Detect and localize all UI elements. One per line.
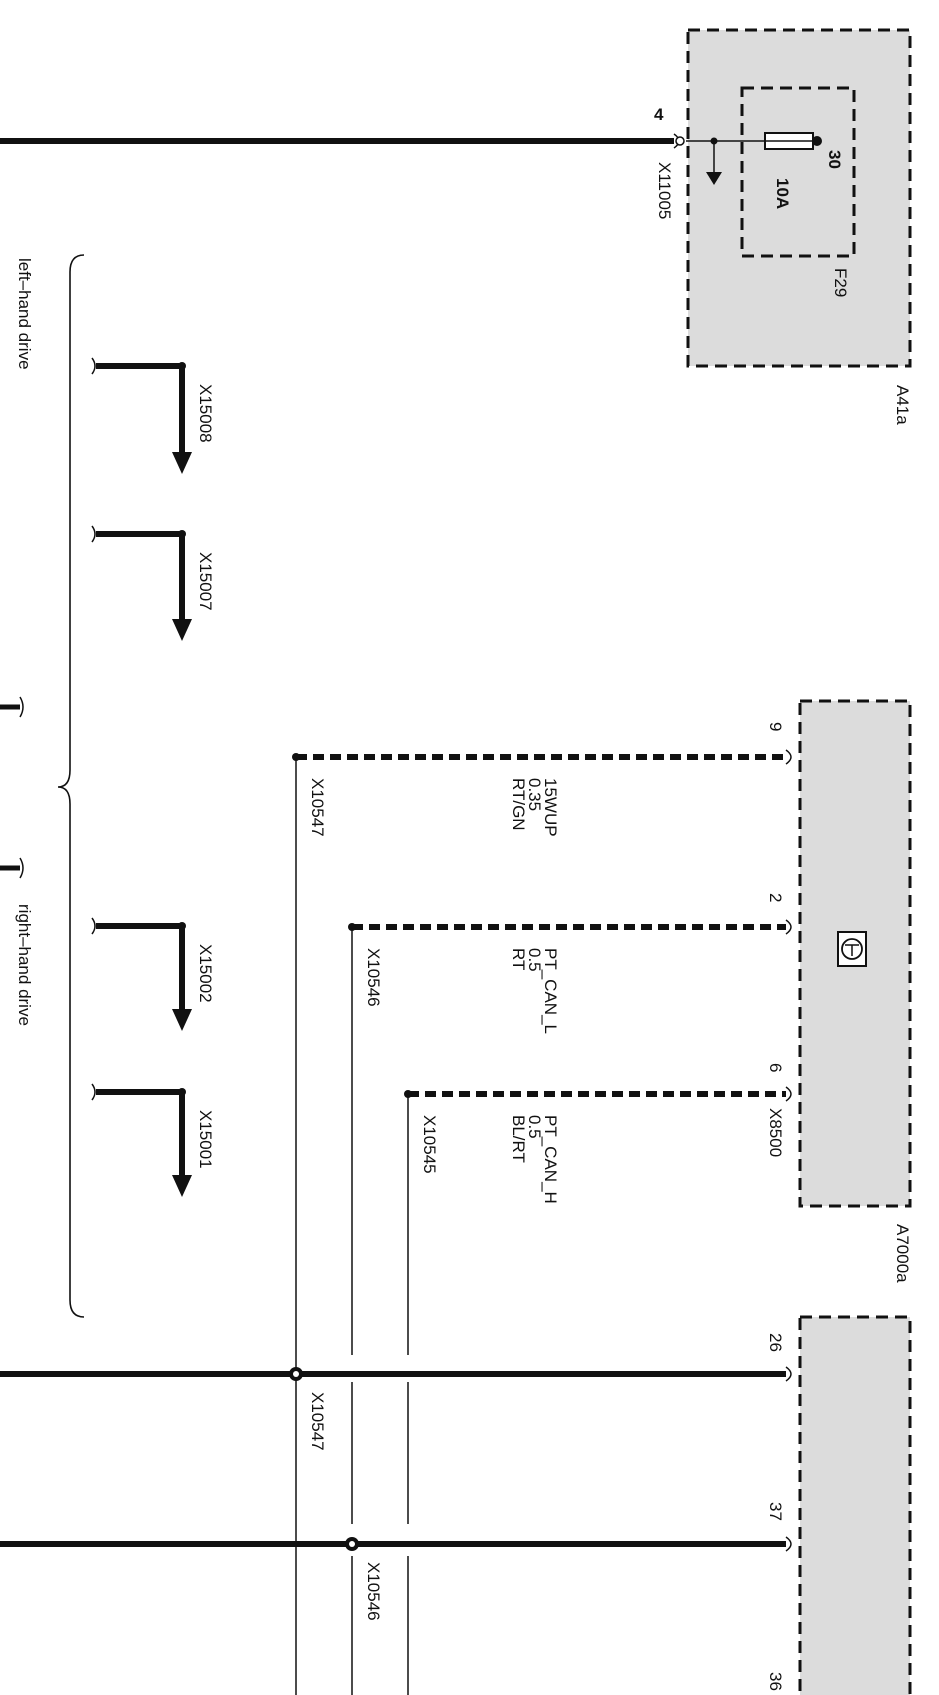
arrow-down-icon [172,1009,192,1031]
wire-15wup: 15WUP 0.35 RT/GN X10547 [292,749,792,1695]
module-a7000a-label: A7000a [893,1224,912,1283]
lower-splice-x10546-label: X10546 [364,1562,383,1621]
option-separator [0,696,24,718]
ground-x15008: X15008 [91,357,215,474]
wire-15wup-signal: 15WUP [541,778,560,837]
wire-pt-can-l-signal: PT_CAN_L [541,948,560,1034]
ground-brace [57,254,85,1318]
module-lower: 26 37 36 [766,1315,912,1695]
pin-36-label: 36 [766,1672,785,1691]
a41a-pin-label: 4 [654,105,664,124]
fuse-f29-box [740,86,856,258]
fuse-rating-label: 10A [773,178,792,209]
splice-x10545-label: X10545 [420,1115,439,1174]
splice-x10547-label: X10547 [308,778,327,837]
module-lower-box [798,1315,912,1695]
wire-pt-can-h: PT_CAN_H 0.5 BL/RT X10545 [404,1086,792,1695]
connector-x15007-label: X15007 [196,552,215,611]
wire-pt-can-h-color: BL/RT [509,1115,528,1163]
module-a41a: 30 10A F29 A41a [686,28,912,425]
connector-x11005-label: X11005 [655,162,674,219]
wire-pt-can-l-size: 0.5 [525,948,544,972]
wire-pt-can-l: PT_CAN_L 0.5 RT X10546 [348,919,792,1695]
left-hand-drive-label: left–hand drive [15,258,34,370]
wire-pt-can-h-signal: PT_CAN_H [541,1115,560,1204]
lower-splice-x10547-label: X10547 [308,1392,327,1451]
ground-x15007: X15007 [91,525,215,641]
connector-x15008-label: X15008 [196,384,215,443]
module-a7000a: A7000a X8500 [766,699,912,1283]
arrow-down-icon [172,1175,192,1197]
wire-pt-can-l-color: RT [509,948,528,970]
module-a41a-box [686,28,912,368]
ground-x15002: X15002 [91,917,215,1031]
splice-x10546-label: X10546 [364,948,383,1007]
pin-26-label: 26 [766,1333,785,1352]
option-separator [0,857,24,879]
connector-x8500-label: X8500 [766,1108,785,1157]
module-a41a-label: A41a [893,385,912,425]
fuse-name-label: F29 [831,268,850,297]
ground-x15001: X15001 [91,1083,215,1197]
pin-37-label: 37 [766,1502,785,1521]
pin-6-label: 6 [766,1063,785,1072]
arrow-down-icon [172,452,192,474]
connector-x15001-label: X15001 [196,1110,215,1169]
wire-pt-can-h-size: 0.5 [525,1115,544,1139]
fuse-terminal-label: 30 [825,150,844,169]
arrow-down-icon [706,172,722,185]
right-hand-drive-label: right–hand drive [15,904,34,1026]
wire-15wup-color: RT/GN [509,778,528,831]
arrow-down-icon [172,619,192,641]
connector-x15002-label: X15002 [196,944,215,1003]
pin-2-label: 2 [766,893,785,902]
pin-9-label: 9 [766,722,785,731]
wire-15wup-size: 0.35 [525,778,544,811]
